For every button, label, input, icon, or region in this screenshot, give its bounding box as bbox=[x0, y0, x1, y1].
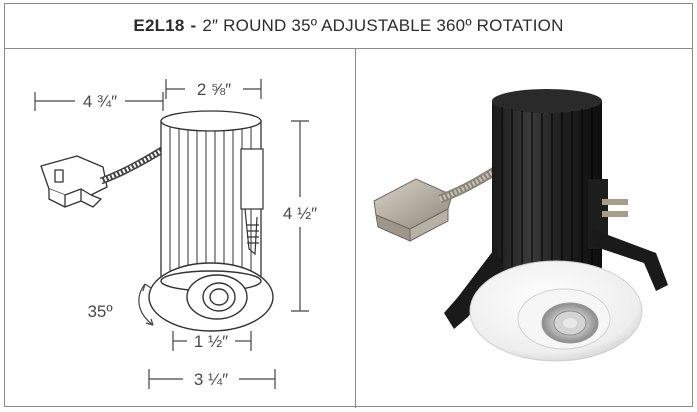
spring-clip bbox=[240, 148, 264, 256]
trim-ring bbox=[148, 262, 274, 332]
header-separator: - bbox=[190, 16, 197, 35]
panel-divider bbox=[355, 48, 356, 408]
white-trim bbox=[469, 260, 643, 362]
dim-line-trim bbox=[148, 369, 276, 389]
model-title: 2″ ROUND 35º ADJUSTABLE 360º ROTATION bbox=[202, 16, 564, 35]
angle-arrow bbox=[138, 283, 154, 326]
dim-line-arm bbox=[34, 92, 164, 111]
dim-line-aperture bbox=[172, 331, 252, 351]
spec-sheet: E2L18 - 2″ ROUND 35º ADJUSTABLE 360º ROT… bbox=[4, 3, 693, 408]
dim-trim-label: 3 ¼″ bbox=[194, 370, 228, 389]
dim-line-top bbox=[165, 79, 262, 99]
dim-angle-label: 35º bbox=[87, 302, 112, 321]
dim-arm-label: 4 ¾″ bbox=[83, 92, 117, 111]
black-heat-sink bbox=[492, 89, 602, 291]
model-code: E2L18 bbox=[133, 16, 185, 35]
spring-levers bbox=[444, 179, 668, 329]
flexible-conduit bbox=[99, 142, 172, 185]
dim-top-label: 2 ⅝″ bbox=[197, 80, 231, 99]
product-image bbox=[373, 89, 668, 362]
dimension-drawing-panel: 4 ¾″ 2 ⅝″ 4 ½″ bbox=[5, 49, 355, 407]
dim-height-label: 4 ½″ bbox=[283, 204, 317, 223]
product-render-panel bbox=[356, 49, 692, 407]
spec-header: E2L18 - 2″ ROUND 35º ADJUSTABLE 360º ROT… bbox=[5, 4, 692, 49]
dim-line-height bbox=[291, 120, 309, 312]
dimension-drawing: 4 ¾″ 2 ⅝″ 4 ½″ bbox=[34, 79, 317, 389]
steel-bracket bbox=[373, 178, 453, 242]
mounting-bracket bbox=[40, 155, 108, 208]
dim-aperture-label: 1 ½″ bbox=[194, 332, 228, 351]
